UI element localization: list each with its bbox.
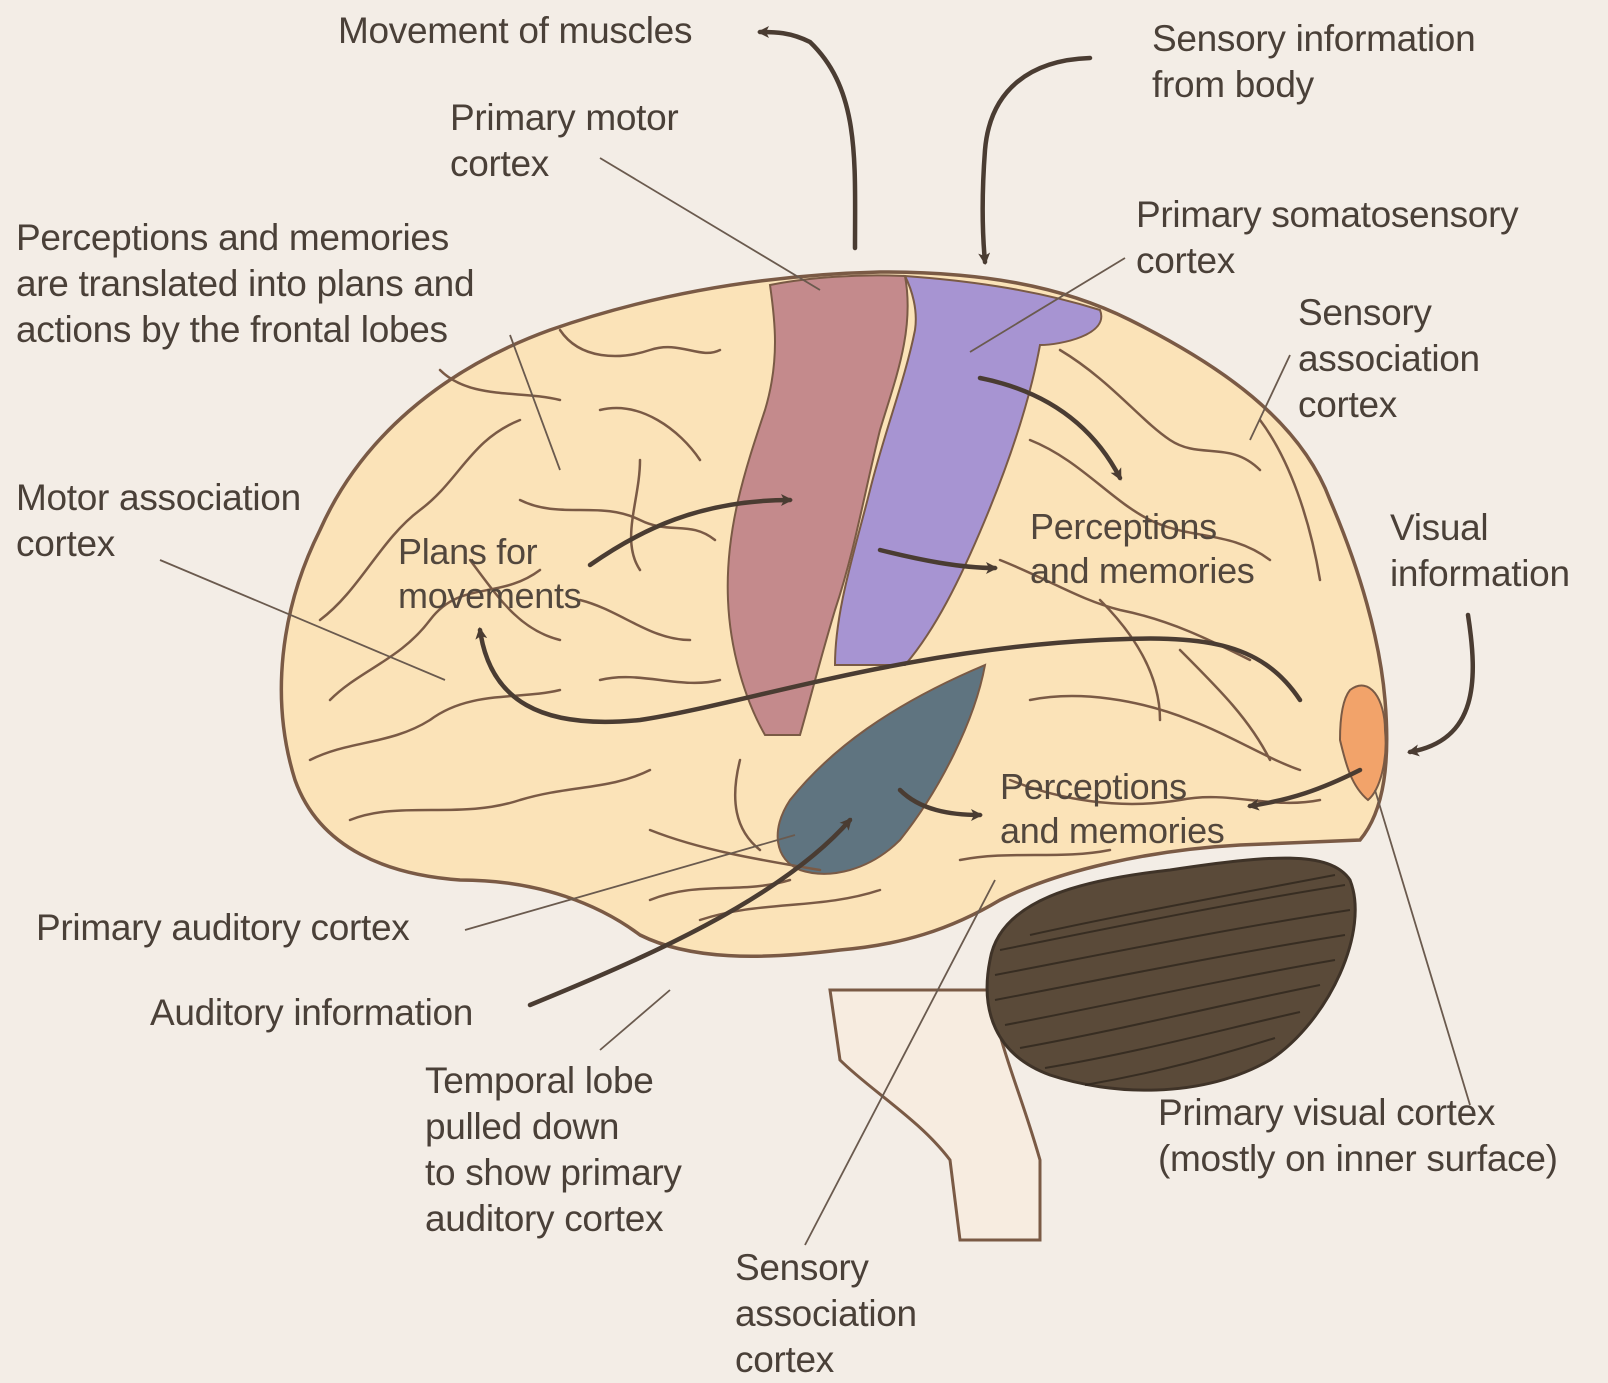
label-line: to show primary — [425, 1150, 682, 1196]
label-temporal-lobe-pulled-down: Temporal lobe pulled down to show primar… — [425, 1058, 682, 1242]
arrow-movement-of-muscles — [760, 32, 855, 248]
leader-temporal-lobe — [600, 990, 670, 1050]
leader-visual-cortex — [1375, 790, 1470, 1105]
label-line: Primary motor — [450, 95, 678, 141]
label-line: Perceptions — [1030, 505, 1255, 549]
label-auditory-information: Auditory information — [150, 990, 473, 1036]
label-line: pulled down — [425, 1104, 682, 1150]
arrow-sensory-from-body — [983, 58, 1090, 262]
label-line: from body — [1152, 62, 1475, 108]
label-line: auditory cortex — [425, 1196, 682, 1242]
label-sensory-information-from-body: Sensory information from body — [1152, 16, 1475, 108]
label-line: Visual — [1390, 505, 1570, 551]
label-line: Auditory information — [150, 990, 473, 1036]
label-line: Motor association — [16, 475, 301, 521]
label-primary-auditory-cortex: Primary auditory cortex — [36, 905, 410, 951]
label-line: actions by the frontal lobes — [16, 307, 474, 353]
label-line: are translated into plans and — [16, 261, 474, 307]
label-line: Primary visual cortex — [1158, 1090, 1558, 1136]
label-primary-visual-cortex: Primary visual cortex (mostly on inner s… — [1158, 1090, 1558, 1182]
label-frontal-lobes: Perceptions and memories are translated … — [16, 215, 474, 353]
label-line: and memories — [1030, 549, 1255, 593]
label-line: Temporal lobe — [425, 1058, 682, 1104]
label-line: (mostly on inner surface) — [1158, 1136, 1558, 1182]
label-line: Sensory — [735, 1245, 917, 1291]
label-sensory-association-cortex-top: Sensory association cortex — [1298, 290, 1480, 428]
label-line: Sensory information — [1152, 16, 1475, 62]
label-line: cortex — [1136, 238, 1518, 284]
label-line: information — [1390, 551, 1570, 597]
label-line: cortex — [16, 521, 301, 567]
label-primary-somatosensory-cortex: Primary somatosensory cortex — [1136, 192, 1518, 284]
arrow-visual-information — [1410, 615, 1473, 752]
label-perceptions-and-memories-parietal: Perceptions and memories — [1030, 505, 1255, 593]
label-line: Perceptions and memories — [16, 215, 474, 261]
label-line: Movement of muscles — [338, 8, 692, 54]
label-plans-for-movements: Plans for movements — [398, 530, 581, 618]
label-line: association — [1298, 336, 1480, 382]
label-sensory-association-cortex-bottom: Sensory association cortex — [735, 1245, 917, 1383]
label-line: Perceptions — [1000, 765, 1225, 809]
label-line: Primary somatosensory — [1136, 192, 1518, 238]
label-line: Plans for — [398, 530, 581, 574]
label-line: and memories — [1000, 809, 1225, 853]
label-line: Sensory — [1298, 290, 1480, 336]
label-movement-of-muscles: Movement of muscles — [338, 8, 692, 54]
label-line: association — [735, 1291, 917, 1337]
label-perceptions-and-memories-temporal: Perceptions and memories — [1000, 765, 1225, 853]
label-line: movements — [398, 574, 581, 618]
label-line: cortex — [1298, 382, 1480, 428]
label-line: cortex — [450, 141, 678, 187]
label-motor-association-cortex: Motor association cortex — [16, 475, 301, 567]
label-visual-information: Visual information — [1390, 505, 1570, 597]
label-line: cortex — [735, 1337, 917, 1383]
label-line: Primary auditory cortex — [36, 905, 410, 951]
label-primary-motor-cortex: Primary motor cortex — [450, 95, 678, 187]
